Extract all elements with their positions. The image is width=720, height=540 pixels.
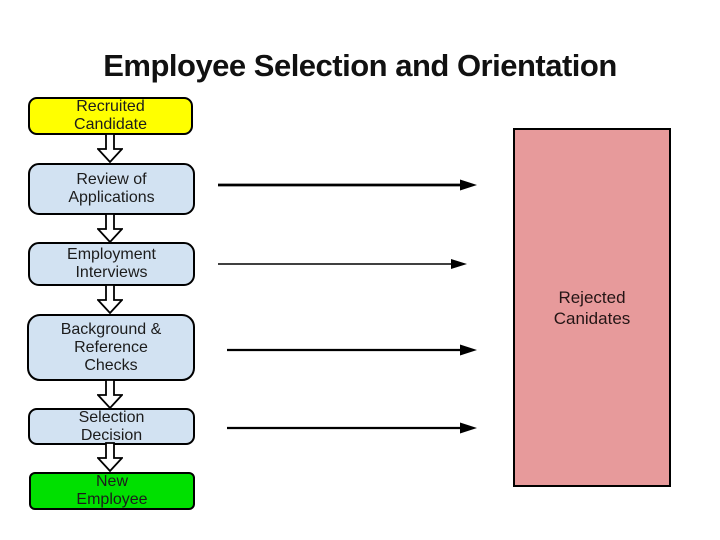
reject-arrow-review bbox=[218, 179, 477, 191]
slide-title: Employee Selection and Orientation bbox=[103, 48, 617, 83]
flow-step-selection-decision: Selection Decision bbox=[28, 408, 195, 445]
flow-step-background-reference-checks: Background & Reference Checks bbox=[27, 314, 195, 381]
down-arrow-icon bbox=[95, 133, 125, 164]
flow-step-employment-interviews: Employment Interviews bbox=[28, 242, 195, 286]
rejected-candidates-box: Rejected Canidates bbox=[513, 128, 671, 487]
reject-arrow-background bbox=[227, 344, 477, 356]
down-arrow-icon bbox=[95, 284, 125, 315]
reject-arrow-decision bbox=[227, 422, 477, 434]
down-arrow-icon bbox=[95, 379, 125, 410]
flow-step-new-employee: New Employee bbox=[29, 472, 195, 510]
flow-step-recruited-candidate: Recruited Candidate bbox=[28, 97, 193, 135]
down-arrow-icon bbox=[95, 213, 125, 244]
down-arrow-icon bbox=[95, 442, 125, 473]
flow-step-review-of-applications: Review of Applications bbox=[28, 163, 195, 215]
reject-arrow-interviews bbox=[218, 259, 467, 269]
